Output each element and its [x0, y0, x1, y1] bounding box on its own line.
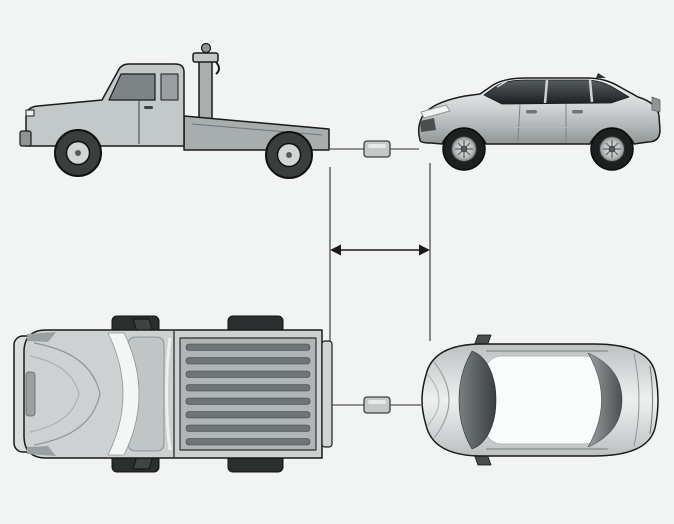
headlight — [420, 104, 451, 119]
arrowhead-right-icon — [419, 244, 430, 256]
bed-rib — [185, 411, 311, 419]
bed-rib — [185, 397, 311, 405]
boom-pulley — [200, 42, 212, 54]
tow-truck-top-view — [13, 315, 333, 473]
hood-crease-inner — [29, 355, 80, 433]
tow-truck-side-view — [19, 42, 330, 179]
front-bumper — [19, 130, 32, 147]
truck-front-wheel — [54, 129, 102, 177]
door-line-front — [517, 103, 521, 142]
towed-vehicle-side-view — [417, 73, 661, 171]
flatbed-deck-line — [191, 123, 323, 136]
windshield-top — [107, 332, 140, 456]
tow-hook-highlight — [368, 400, 386, 404]
a-pillar — [496, 80, 508, 88]
grille-top — [25, 371, 36, 417]
rear-hatch-line — [633, 353, 640, 447]
c-pillar — [588, 79, 594, 103]
door-handle — [144, 106, 153, 109]
suv-roof-top — [480, 355, 613, 445]
bed-top — [179, 337, 317, 451]
boom-hook-icon — [215, 61, 220, 75]
bed-rib — [185, 370, 311, 378]
b-pillar — [543, 79, 549, 104]
door-handle-rear — [572, 110, 583, 114]
distance-annotation — [329, 163, 431, 341]
truck-rear-wheel — [265, 131, 313, 179]
taillight — [651, 96, 661, 113]
tow-connection-top — [332, 396, 423, 414]
hood-crease-top-2 — [426, 373, 440, 427]
boom-post — [198, 59, 213, 123]
hub-center — [75, 150, 81, 156]
bed-ribs — [185, 343, 311, 446]
cab-window — [108, 73, 156, 101]
shark-fin-antenna-icon — [596, 73, 606, 78]
suv-windshield-top — [458, 350, 497, 450]
tow-connection-side — [330, 140, 419, 158]
door-handle-front — [526, 110, 537, 114]
suv-rear-wheel — [590, 127, 634, 171]
hood-crease-top — [433, 361, 450, 439]
headlight-top-lower — [27, 446, 56, 456]
towed-vehicle-top-view — [421, 334, 659, 466]
hub-center — [286, 152, 292, 158]
bed-rib — [185, 357, 311, 365]
tow-boom — [192, 42, 220, 123]
distance-arrow — [330, 244, 430, 256]
headlight-top-upper — [27, 332, 56, 342]
hub-center — [608, 145, 616, 153]
bed-rib — [185, 438, 311, 446]
cab-rear-window-top — [165, 337, 172, 451]
cab-rear-window — [160, 73, 179, 101]
tow-hook-block-side — [363, 140, 391, 158]
hood-crease-outer — [33, 342, 101, 446]
suv-rear-window-top — [587, 352, 623, 448]
bed-rib — [185, 424, 311, 432]
headlight — [25, 109, 35, 117]
suv-front-wheel — [442, 127, 486, 171]
tow-hook-block-top — [363, 396, 391, 414]
arrowhead-left-icon — [330, 244, 341, 256]
front-grille — [420, 118, 436, 132]
bed-rib — [185, 343, 311, 351]
boom-crossbar — [192, 52, 219, 63]
truck-rear-bumper-top — [321, 340, 333, 448]
body-crease — [439, 126, 646, 129]
hub-center — [460, 145, 468, 153]
bed-rib — [185, 384, 311, 392]
rear-spoiler-line — [649, 365, 653, 435]
tow-hook-highlight — [368, 144, 386, 148]
